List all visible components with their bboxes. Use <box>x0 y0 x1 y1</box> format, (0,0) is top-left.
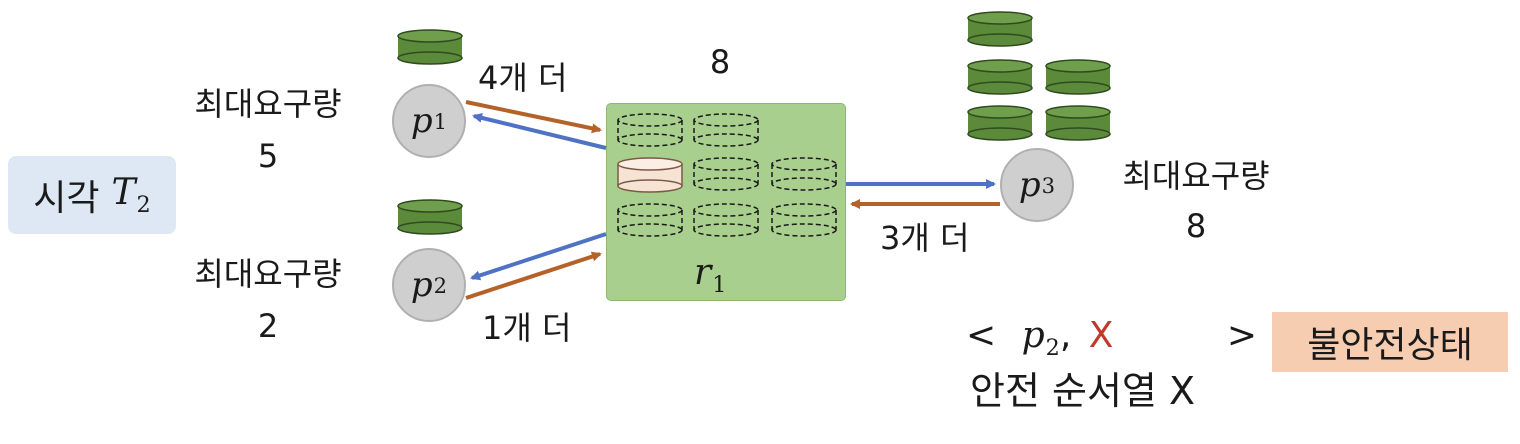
max-value-p1: 5 <box>257 137 279 175</box>
sequence-comma: , <box>1059 315 1072 356</box>
resource-slot <box>617 203 683 237</box>
held-instance <box>1045 105 1111 141</box>
resource-slot <box>693 113 759 147</box>
unsafe-state-badge: 불안전상태 <box>1272 312 1508 372</box>
sequence-close: > <box>1226 315 1258 356</box>
request-label-p2: 1개 더 <box>482 309 572 347</box>
max-value-p2: 2 <box>257 307 279 345</box>
sequence-p2: p2 <box>1021 315 1060 361</box>
resource-slot <box>771 203 837 237</box>
held-instance <box>1045 59 1111 95</box>
max-label-p2: 최대요구량 <box>194 255 342 293</box>
held-instance <box>967 11 1033 47</box>
held-instance <box>397 29 463 65</box>
time-label-text: 시각 <box>33 178 100 219</box>
held-instance <box>397 199 463 235</box>
resource-box <box>606 103 846 301</box>
resource-slot <box>693 203 759 237</box>
held-instance <box>967 59 1033 95</box>
free-instance <box>617 157 683 193</box>
time-label: 시각 T2 <box>8 156 176 234</box>
sequence-open: < <box>966 315 997 356</box>
held-instance <box>967 105 1033 141</box>
request-arrow-p1 <box>465 100 602 134</box>
max-label-p3: 최대요구량 <box>1122 157 1270 195</box>
request-label-p1: 4개 더 <box>478 59 568 97</box>
allocation-arrow-p1 <box>472 113 607 150</box>
time-label-var: T2 <box>111 172 151 218</box>
resource-slot <box>771 157 837 191</box>
safe-sequence-label: 안전 순서열 X <box>970 369 1195 413</box>
allocation-arrow-p2 <box>470 232 607 281</box>
max-label-p1: 최대요구량 <box>194 85 342 123</box>
max-value-p3: 8 <box>1185 207 1207 245</box>
request-arrow-p2 <box>465 251 602 300</box>
resource-label: r1 <box>694 252 727 298</box>
sequence-mark: X <box>1088 315 1114 356</box>
safe-sequence-attempt: < p2, X > <box>966 318 1257 359</box>
request-label-p3: 3개 더 <box>880 219 970 257</box>
resource-slot <box>617 113 683 147</box>
resource-total: 8 <box>709 43 731 81</box>
resource-slot <box>693 157 759 191</box>
